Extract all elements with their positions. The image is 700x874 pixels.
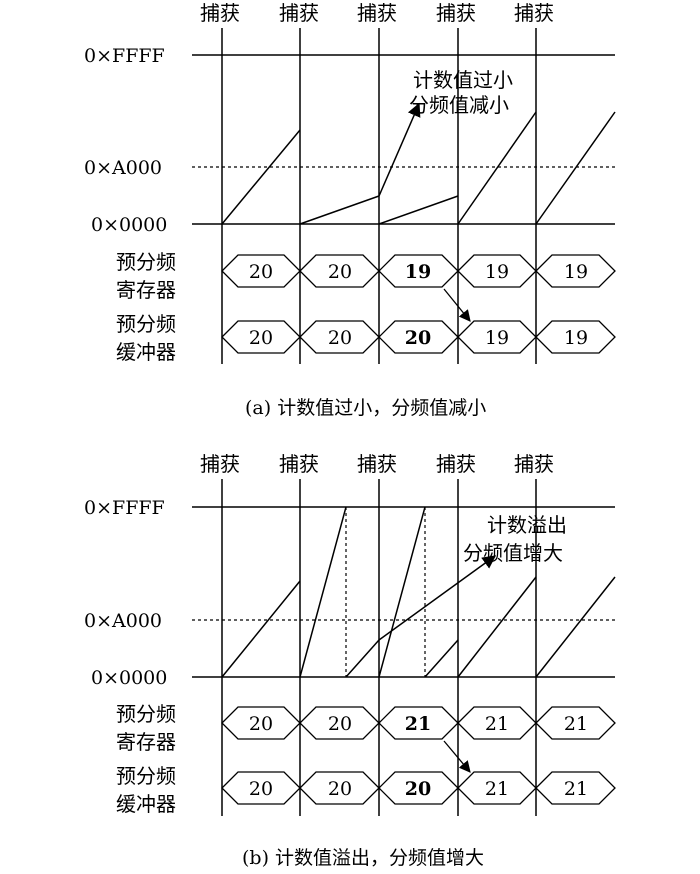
capture-label-3: 捕获 bbox=[357, 1, 397, 25]
panel-a: 捕获 捕获 捕获 捕获 捕获 0×FFFF 0×A000 0×0000 bbox=[84, 1, 616, 419]
row-label-buffer-2: 缓冲器 bbox=[116, 340, 176, 364]
axis-label-0000: 0×0000 bbox=[91, 214, 167, 236]
axis-label-0000: 0×0000 bbox=[91, 667, 167, 689]
buffer-bus bbox=[221, 771, 616, 805]
capture-label-5: 捕获 bbox=[514, 452, 554, 476]
buffer-bus bbox=[221, 320, 616, 354]
buffer-value-5: 19 bbox=[564, 327, 588, 349]
row-label-buffer-2: 缓冲器 bbox=[116, 792, 176, 816]
register-value-2: 20 bbox=[328, 261, 352, 283]
row-label-register-1: 预分频 bbox=[116, 250, 176, 274]
axis-label-a000: 0×A000 bbox=[84, 157, 162, 179]
axis-label-ffff: 0×FFFF bbox=[84, 45, 165, 67]
register-value-5: 21 bbox=[564, 713, 588, 735]
caption-b: (b) 计数值溢出，分频值增大 bbox=[242, 847, 484, 869]
register-value-1: 20 bbox=[249, 261, 273, 283]
annotation-line-1: 计数值过小 bbox=[413, 68, 513, 92]
counter-ramps bbox=[221, 111, 616, 225]
annotation-line-2: 分频值减小 bbox=[409, 93, 509, 117]
buffer-value-3: 20 bbox=[405, 327, 431, 349]
axis-label-a000: 0×A000 bbox=[84, 610, 162, 632]
axis-label-ffff: 0×FFFF bbox=[84, 497, 165, 519]
register-value-3: 21 bbox=[405, 713, 431, 735]
register-bus bbox=[221, 254, 616, 288]
annotation-line-2: 分频值增大 bbox=[463, 541, 563, 565]
annotation-line-1: 计数溢出 bbox=[487, 513, 567, 537]
register-value-2: 20 bbox=[328, 713, 352, 735]
capture-lines bbox=[221, 479, 537, 816]
overflow-drops bbox=[345, 507, 426, 677]
buffer-value-5: 21 bbox=[564, 778, 588, 800]
register-value-5: 19 bbox=[564, 261, 588, 283]
buffer-value-1: 20 bbox=[249, 778, 273, 800]
row-label-buffer-1: 预分频 bbox=[116, 312, 176, 336]
register-value-4: 21 bbox=[485, 713, 509, 735]
capture-label-3: 捕获 bbox=[357, 452, 397, 476]
counter-ramps bbox=[221, 506, 616, 678]
capture-label-1: 捕获 bbox=[200, 452, 240, 476]
caption-a: (a) 计数值过小，分频值减小 bbox=[245, 397, 486, 419]
capture-label-1: 捕获 bbox=[200, 1, 240, 25]
capture-label-5: 捕获 bbox=[514, 1, 554, 25]
register-bus bbox=[221, 706, 616, 740]
buffer-value-4: 21 bbox=[485, 778, 509, 800]
annotation-arrow bbox=[378, 102, 421, 197]
row-label-register-1: 预分频 bbox=[116, 702, 176, 726]
register-value-3: 19 bbox=[405, 261, 431, 283]
capture-label-4: 捕获 bbox=[436, 1, 476, 25]
buffer-value-2: 20 bbox=[328, 327, 352, 349]
transfer-arrow bbox=[443, 288, 471, 322]
capture-label-4: 捕获 bbox=[436, 452, 476, 476]
row-label-register-2: 寄存器 bbox=[116, 278, 176, 302]
buffer-value-2: 20 bbox=[328, 778, 352, 800]
buffer-value-3: 20 bbox=[405, 778, 431, 800]
row-label-register-2: 寄存器 bbox=[116, 730, 176, 754]
transfer-arrow bbox=[443, 740, 471, 773]
annotation-arrow bbox=[378, 555, 497, 641]
capture-label-2: 捕获 bbox=[279, 452, 319, 476]
buffer-value-1: 20 bbox=[249, 327, 273, 349]
panel-b: 捕获 捕获 捕获 捕获 捕获 0×FFFF 0×A000 0×0000 bbox=[84, 452, 616, 869]
register-value-4: 19 bbox=[485, 261, 509, 283]
buffer-value-4: 19 bbox=[485, 327, 509, 349]
row-label-buffer-1: 预分频 bbox=[116, 764, 176, 788]
capture-label-2: 捕获 bbox=[279, 1, 319, 25]
register-value-1: 20 bbox=[249, 713, 273, 735]
